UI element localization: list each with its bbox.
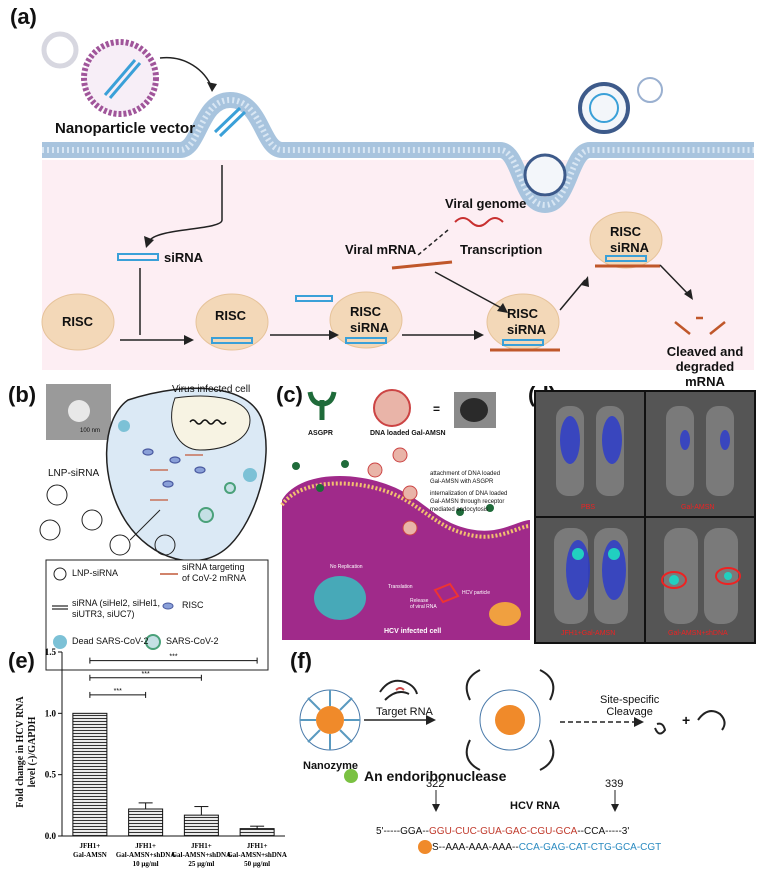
y-axis-label-line-1: Fold change in HCV RNA <box>15 696 26 808</box>
risc-label-1: RISC <box>62 314 94 329</box>
legend-sirna-1: siRNA (siHel2, siHel1, <box>72 598 161 608</box>
nanoparticle-vector <box>81 39 159 117</box>
panel-f-label: (f) <box>290 648 312 673</box>
endoribonuclease-label: An endoribonuclease <box>364 768 507 784</box>
intern-annotation: internalization of DNA loaded Gal-AMSN t… <box>430 490 507 514</box>
seq-top-flank-5: 5'-----GGA-- <box>376 826 430 837</box>
viral-mrna-label: Viral mRNA <box>345 242 417 257</box>
flow-arrows <box>120 264 691 341</box>
scale-bar-label: 100 nm <box>80 428 101 434</box>
cell-membrane <box>42 91 754 214</box>
plus-sign: + <box>682 712 691 728</box>
legend-risc: RISC <box>182 600 204 610</box>
intern-line-2: Gal-AMSN through receptor <box>430 499 505 505</box>
imaging-jfh1: JFH1+Gal-AMSN <box>536 518 644 642</box>
release-line-2: of viral RNA <box>410 604 437 610</box>
equals-label: = <box>433 402 441 416</box>
imaging-label-shdna: Gal-AMSN+shDNA <box>668 630 728 637</box>
entry-arrow <box>159 56 213 89</box>
risc-complexes <box>41 211 663 351</box>
transcription-label: Transcription <box>460 242 543 257</box>
imaging-label-pbs: PBS <box>581 504 596 511</box>
hcv-rna-sequence: 5'-----GGA--GGU-CUC-GUA-GAC-CGU-GCA--CCA… <box>376 826 629 837</box>
legend-sirna-2: siUTR3, siUC7) <box>72 609 135 619</box>
faded-nanoparticle <box>41 31 79 69</box>
asgpr-label: ASGPR <box>308 430 333 437</box>
position-322: 322 <box>426 778 445 790</box>
imaging-shdna: Gal-AMSN+shDNA <box>646 518 754 642</box>
legend-dead: Dead SARS-CoV-2 <box>72 636 149 646</box>
viral-genome-label: Viral genome <box>445 196 527 211</box>
cleaved-line-1: Cleaved and <box>666 344 744 359</box>
legend-targeting: siRNA targeting of CoV-2 mRNA <box>182 562 246 584</box>
risc-sirna-label-5: siRNA <box>610 240 650 255</box>
hcv-particle-label: HCV particle <box>462 590 491 596</box>
dna-loaded-label: DNA loaded Gal-AMSN <box>370 430 446 437</box>
tem-image: 100 nm <box>46 384 111 440</box>
seq-top-flank-3: --CCA-----3' <box>577 826 630 837</box>
y-axis-label-line-2: level (-)/GAPDH <box>27 716 38 788</box>
legend-targeting-1: siRNA targeting <box>182 562 245 572</box>
seq-bottom-linker: S--AAA-AAA-AAA-- <box>432 842 519 853</box>
endocytic-vesicle <box>213 106 247 138</box>
legend-sirna: siRNA (siHel2, siHel1, siUTR3, siUC7) <box>72 598 160 620</box>
imaging-label-gal-amsn: Gal-AMSN <box>681 504 715 511</box>
cleaved-line-2: degraded mRNA <box>675 359 735 389</box>
attach-line-2: Gal-AMSN with ASGPR <box>430 479 494 485</box>
risc-label-2: RISC <box>215 308 247 323</box>
hcv-rna-label: HCV RNA <box>510 800 561 812</box>
position-339: 339 <box>605 778 624 790</box>
seq-top-target: GGU-CUC-GUA-GAC-CGU-GCA <box>429 826 578 837</box>
risc-sirna-label-3: siRNA <box>350 320 390 335</box>
cleavage-line-1: Site-specific <box>600 694 660 706</box>
imaging-label-jfh1: JFH1+Gal-AMSN <box>561 630 616 637</box>
risc-label-3: RISC <box>350 304 382 319</box>
target-rna-label: Target RNA <box>376 706 433 718</box>
nanozyme-label: Nanozyme <box>303 760 359 772</box>
risc-sirna-label-4: siRNA <box>507 322 547 337</box>
viral-mrna-strand <box>391 260 453 270</box>
panel-e-label: (e) <box>8 648 35 673</box>
y-axis-label: Fold change in HCV RNA level (-)/GAPDH <box>15 667 39 837</box>
risc-label-4: RISC <box>507 306 539 321</box>
attach-line-1: attachment of DNA loaded <box>430 471 501 477</box>
imaging-pbs: PBS <box>536 392 644 516</box>
legend-targeting-2: of CoV-2 mRNA <box>182 573 247 583</box>
translation-label: Translation <box>388 584 413 590</box>
imaging-grid: PBS Gal-AMSN JFH1+Gal-AMSN Gal-AMSN+shDN… <box>534 390 756 644</box>
attach-annotation: attachment of DNA loaded Gal-AMSN with A… <box>430 470 500 486</box>
seq-bottom-probe: CCA-GAG-CAT-CTG-GCA-CGT <box>518 842 662 853</box>
cleavage-label: Site-specific Cleavage <box>600 694 659 718</box>
release-line-1: Release <box>410 598 429 604</box>
cleavage-line-2: Cleavage <box>606 706 653 718</box>
sirna-strand <box>117 253 159 261</box>
intern-line-1: internalization of DNA loaded <box>430 491 508 497</box>
no-replication-label: No Replication <box>330 564 363 570</box>
virus-particle <box>523 77 663 197</box>
cleaved-label: Cleaved and degraded mRNA <box>660 344 750 389</box>
hcv-infected-cell-label: HCV infected cell <box>384 628 442 635</box>
cleaved-mrna-fragments <box>674 316 726 335</box>
legend-sars: SARS-CoV-2 <box>166 636 219 646</box>
lnp-particle-image <box>68 400 90 422</box>
risc-label-5: RISC <box>610 224 642 239</box>
panel-b-label: (b) <box>8 382 37 407</box>
release-label: Release of viral RNA <box>410 598 437 610</box>
nanoparticle-vector-label: Nanoparticle vector <box>55 120 196 137</box>
viral-genome-strand <box>454 217 504 227</box>
probe-sequence: S--AAA-AAA-AAA--CCA-GAG-CAT-CTG-GCA-CGT <box>432 842 661 853</box>
sirna-label: siRNA <box>164 250 204 265</box>
imaging-gal-amsn: Gal-AMSN <box>646 392 754 516</box>
virus-infected-cell-label: Virus infected cell <box>172 384 251 395</box>
panel-c-label: (c) <box>276 382 303 407</box>
legend-lnp: LNP-siRNA <box>72 568 119 578</box>
panel-a-label: (a) <box>10 4 37 29</box>
intern-line-3: mediated endocytosis <box>430 507 489 513</box>
lnp-sirna-side-label: LNP-siRNA <box>48 468 100 479</box>
